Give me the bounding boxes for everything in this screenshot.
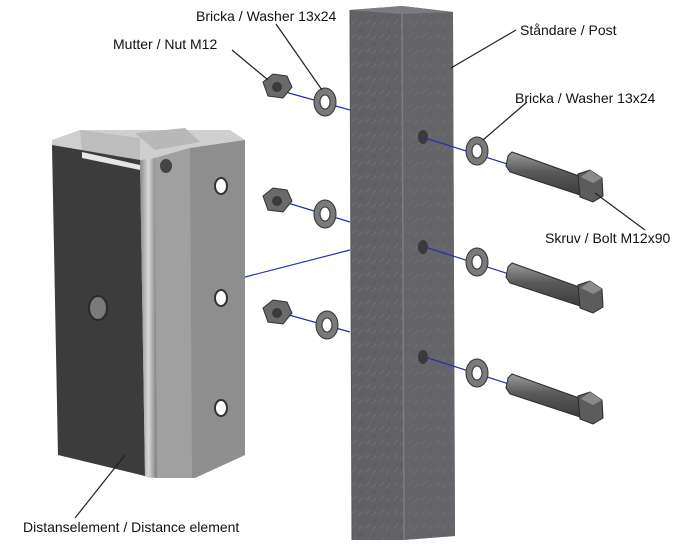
bracket-hole	[214, 289, 228, 307]
post-hole	[418, 350, 428, 364]
washer-top-label: Bricka / Washer 13x24	[196, 8, 337, 24]
bracket-hole	[88, 295, 108, 321]
bracket-hole	[214, 399, 228, 417]
leader-lines	[74, 23, 646, 519]
spacer-label: Distanselement / Distance element	[23, 519, 240, 535]
nut-label: Mutter / Nut M12	[113, 36, 218, 52]
washer-right-label: Bricka / Washer 13x24	[515, 90, 656, 106]
nut	[262, 299, 293, 325]
washer	[465, 358, 489, 388]
post-label: Ståndare / Post	[520, 22, 617, 38]
washer	[315, 310, 339, 340]
washer	[465, 247, 489, 277]
washer	[313, 87, 337, 117]
nut	[262, 73, 293, 99]
post-hole	[418, 130, 428, 144]
bracket-hole	[214, 177, 228, 195]
bolt-label: Skruv / Bolt M12x90	[545, 230, 671, 246]
spacer-bracket	[52, 128, 245, 478]
nut	[262, 187, 293, 213]
bracket-hole	[160, 159, 172, 173]
post	[349, 5, 455, 541]
washer	[465, 136, 489, 166]
bolt	[505, 373, 604, 425]
bolt	[505, 151, 604, 203]
washer	[313, 199, 337, 229]
bolt	[505, 262, 604, 314]
post-hole	[418, 240, 428, 254]
